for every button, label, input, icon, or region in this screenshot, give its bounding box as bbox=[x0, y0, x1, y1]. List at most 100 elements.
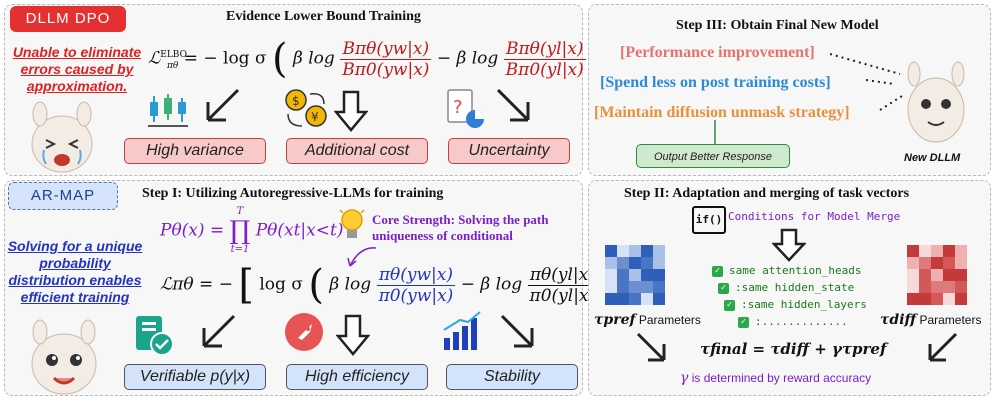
matrix-cell bbox=[653, 245, 665, 257]
matrix-cell bbox=[907, 257, 919, 269]
condition-2: ✓:same hidden_state bbox=[718, 281, 854, 294]
matrix-cell bbox=[943, 257, 955, 269]
arrow-down-left-icon-2 bbox=[190, 310, 240, 360]
matrix-cell bbox=[943, 269, 955, 281]
ar-map-note: Solving for a unique probability distrib… bbox=[7, 238, 143, 305]
matrix-cell bbox=[653, 269, 665, 281]
lightbulb-icon bbox=[338, 206, 366, 246]
unmask-line: [Maintain diffusion unmask strategy] bbox=[594, 104, 850, 121]
matrix-cell bbox=[919, 281, 931, 293]
matrix-cell bbox=[907, 281, 919, 293]
additional-cost-box: Additional cost bbox=[286, 138, 428, 164]
matrix-cell bbox=[955, 245, 967, 257]
matrix-cell bbox=[919, 245, 931, 257]
matrix-cell bbox=[919, 293, 931, 305]
step2-title: Step II: Adaptation and merging of task … bbox=[624, 186, 910, 201]
cost-line: [Spend less on post training costs] bbox=[600, 74, 831, 91]
output-box: Output Better Response bbox=[636, 144, 790, 168]
verified-badge-icon bbox=[132, 314, 176, 362]
condition-4: ✓:............. bbox=[738, 315, 848, 328]
high-efficiency-box: High efficiency bbox=[286, 364, 428, 390]
svg-text:?: ? bbox=[453, 97, 463, 118]
matrix-cell bbox=[629, 245, 641, 257]
matrix-cell bbox=[955, 257, 967, 269]
matrix-cell bbox=[629, 281, 641, 293]
matrix-cell bbox=[955, 281, 967, 293]
matrix-cell bbox=[629, 257, 641, 269]
loss-formula: ℒπθ = − [ log σ ( β log πθ(yw|x)π0(yw|x)… bbox=[160, 262, 634, 308]
core-strength-text: Core Strength: Solving the path uniquene… bbox=[372, 212, 549, 243]
gamma-note: γ is determined by reward accuracy bbox=[680, 370, 872, 386]
elbo-note: Unable to eliminate errors caused by app… bbox=[12, 44, 142, 94]
arrow-down-left-icon bbox=[194, 84, 244, 134]
svg-text:¥: ¥ bbox=[311, 110, 319, 124]
verifiable-box: Verifiable p(y|x) bbox=[124, 364, 266, 390]
elbo-formula: ℒELBOπθ = − log σ ( β log Bπθ(yw|x)Bπ0(y… bbox=[148, 36, 607, 82]
arrow-down-right-icon bbox=[492, 84, 542, 134]
ar-map-panel bbox=[4, 180, 583, 396]
document-question-icon: ? bbox=[446, 88, 486, 134]
if-icon: if() bbox=[692, 206, 726, 234]
bar-chart-icon bbox=[440, 308, 484, 356]
condition-1: ✓same attention_heads bbox=[712, 264, 861, 277]
elbo-title: Evidence Lower Bound Training bbox=[226, 9, 421, 24]
dotted-lines bbox=[829, 50, 910, 144]
uncertainty-box: Uncertainty bbox=[448, 138, 570, 164]
matrix-cell bbox=[653, 257, 665, 269]
matrix-cell bbox=[907, 269, 919, 281]
matrix-cell bbox=[629, 269, 641, 281]
arrow-down-icon bbox=[333, 88, 369, 138]
svg-text:$: $ bbox=[292, 94, 300, 108]
matrix-cell bbox=[943, 281, 955, 293]
stability-box: Stability bbox=[446, 364, 578, 390]
arrow-down-right-icon-3 bbox=[634, 330, 674, 374]
matrix-cell bbox=[617, 281, 629, 293]
matrix-cell bbox=[617, 269, 629, 281]
matrix-cell bbox=[931, 269, 943, 281]
cond-title: Conditions for Model Merge bbox=[728, 210, 901, 223]
diff-params-label: τdiff Parameters bbox=[880, 312, 982, 328]
candlestick-icon bbox=[146, 92, 190, 134]
prob-formula: Pθ(x) = T ∏ t=1 Pθ(xt|x<t) bbox=[160, 206, 344, 255]
condition-3: ✓:same hidden_layers bbox=[724, 298, 867, 311]
matrix-cell bbox=[641, 269, 653, 281]
ar-map-tag: AR-MAP bbox=[8, 182, 118, 210]
matrix-cell bbox=[605, 293, 617, 305]
matrix-cell bbox=[617, 293, 629, 305]
matrix-cell bbox=[641, 293, 653, 305]
matrix-cell bbox=[943, 293, 955, 305]
new-dllm-label: New DLLM bbox=[904, 152, 961, 164]
matrix-cell bbox=[931, 281, 943, 293]
matrix-cell bbox=[641, 245, 653, 257]
final-formula: τfinal = τdiff + γτpref bbox=[700, 340, 887, 358]
curved-arrow-icon bbox=[340, 240, 380, 278]
arrow-down-right-icon-2 bbox=[496, 310, 546, 360]
matrix-cell bbox=[653, 293, 665, 305]
coins-exchange-icon: $ ¥ bbox=[284, 88, 330, 134]
matrix-cell bbox=[605, 245, 617, 257]
matrix-cell bbox=[907, 293, 919, 305]
step1-title: Step I: Utilizing Autoregressive-LLMs fo… bbox=[142, 186, 444, 201]
matrix-cell bbox=[907, 245, 919, 257]
matrix-cell bbox=[955, 269, 967, 281]
matrix-cell bbox=[605, 257, 617, 269]
llama-new-model-icon bbox=[898, 60, 974, 152]
arrow-down-icon-2 bbox=[335, 312, 371, 362]
arrow-down-left-icon-3 bbox=[920, 330, 960, 374]
matrix-cell bbox=[617, 257, 629, 269]
matrix-cell bbox=[653, 281, 665, 293]
rocket-icon bbox=[284, 312, 324, 356]
matrix-cell bbox=[629, 293, 641, 305]
pref-params-label: τpref Parameters bbox=[594, 312, 701, 328]
matrix-cell bbox=[617, 245, 629, 257]
dllm-dpo-tag: DLLM DPO bbox=[10, 6, 126, 32]
high-variance-box: High variance bbox=[124, 138, 266, 164]
matrix-cell bbox=[955, 293, 967, 305]
arrow-down-icon-3 bbox=[771, 228, 807, 266]
llama-happy-icon bbox=[22, 318, 106, 402]
matrix-cell bbox=[919, 269, 931, 281]
matrix-cell bbox=[605, 269, 617, 281]
step3-title: Step III: Obtain Final New Model bbox=[676, 18, 879, 33]
matrix-cell bbox=[931, 245, 943, 257]
matrix-cell bbox=[931, 257, 943, 269]
